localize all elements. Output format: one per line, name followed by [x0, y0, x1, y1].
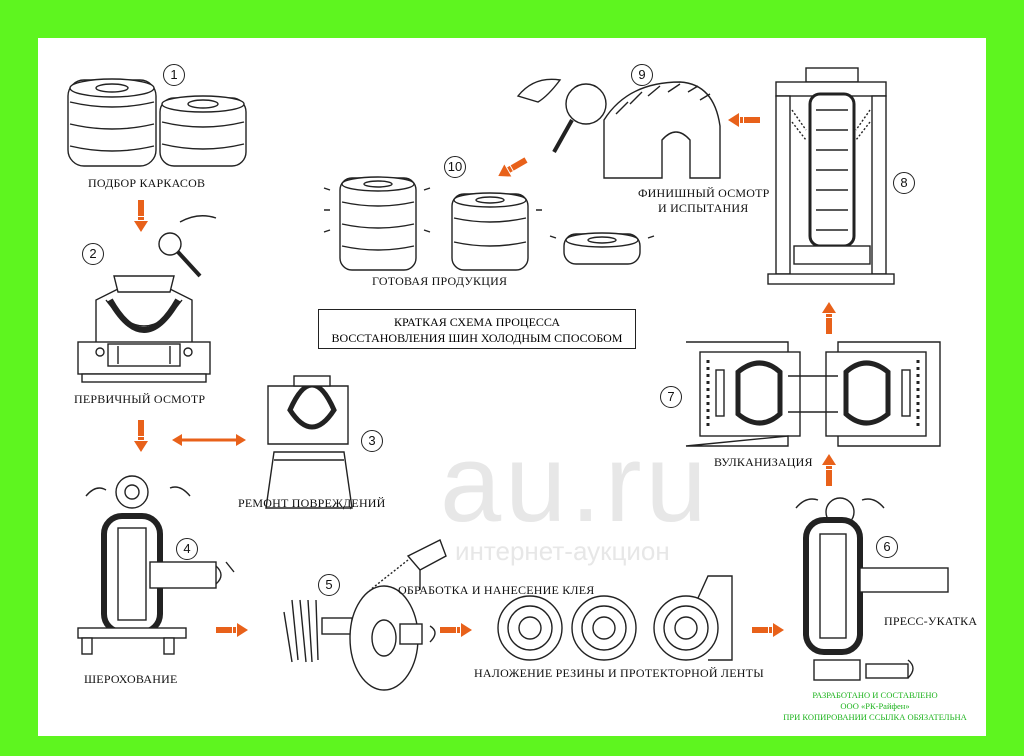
arrow-strip-to-6: [752, 623, 784, 637]
step-number-4: 4: [176, 538, 198, 560]
label-step-2: ПЕРВИЧНЫЙ ОСМОТР: [74, 392, 206, 406]
inspection-stand-icon: [77, 275, 211, 383]
repair-stand-icon: [265, 375, 353, 509]
watermark-subtitle: интернет-аукцион: [455, 536, 670, 566]
step-number-6: 6: [876, 536, 898, 558]
diagram-title-box: КРАТКАЯ СХЕМА ПРОЦЕССА ВОССТАНОВЛЕНИЯ ШИ…: [318, 309, 636, 349]
testing-stand-icon: [767, 67, 895, 285]
finished-tires-icon: [323, 176, 655, 271]
label-step-9-line2: И ИСПЫТАНИЯ: [658, 201, 749, 215]
arrow-2-to-3: [172, 434, 246, 446]
rubber-strip-rolls-icon: [497, 575, 733, 661]
label-step-7: ВУЛКАНИЗАЦИЯ: [714, 455, 813, 469]
tire-stack-right-icon: [159, 95, 247, 167]
diagram-title-line2: ВОССТАНОВЛЕНИЯ ШИН ХОЛОДНЫМ СПОСОБОМ: [331, 331, 623, 345]
label-step-5: ОБРАБОТКА И НАНЕСЕНИЕ КЛЕЯ: [398, 583, 595, 597]
step-number-10: 10: [444, 156, 466, 178]
watermark-brand: au.ru: [440, 422, 711, 545]
label-strip-application: НАЛОЖЕНИЕ РЕЗИНЫ И ПРОТЕКТОРНОЙ ЛЕНТЫ: [474, 666, 764, 680]
arrow-5-to-strip: [440, 623, 472, 637]
credit-note: РАЗРАБОТАНО И СОСТАВЛЕНО ООО «РК-Райфен»…: [760, 690, 990, 723]
step-number-7: 7: [660, 386, 682, 408]
label-step-9-line1: ФИНИШНЫЙ ОСМОТР: [638, 186, 770, 200]
arrow-2-to-4: [134, 420, 148, 452]
step-number-9: 9: [631, 64, 653, 86]
label-step-6: ПРЕСС-УКАТКА: [884, 614, 978, 628]
label-step-3: РЕМОНТ ПОВРЕЖДЕНИЙ: [238, 496, 386, 510]
arrow-9-to-10: [494, 153, 530, 183]
buffing-machine-icon: [77, 475, 235, 655]
credit-line3: ПРИ КОПИРОВАНИИ ССЫЛКА ОБЯЗАТЕЛЬНА: [783, 712, 967, 722]
label-step-1: ПОДБОР КАРКАСОВ: [88, 176, 206, 190]
step-number-1: 1: [163, 64, 185, 86]
credit-line1: РАЗРАБОТАНО И СОСТАВЛЕНО: [812, 690, 938, 700]
label-step-4: ШЕРОХОВАНИЕ: [84, 672, 178, 686]
glue-application-icon: [283, 539, 447, 691]
step-number-3: 3: [361, 430, 383, 452]
credit-line2: ООО «РК-Райфен»: [840, 701, 910, 711]
tire-stack-left-icon: [67, 78, 157, 167]
arrow-8-to-9: [728, 113, 760, 127]
magnifier-icon: [158, 215, 217, 278]
arrow-1-to-2: [134, 200, 148, 232]
final-inspection-icon: [516, 78, 721, 179]
step-number-2: 2: [82, 243, 104, 265]
step-number-5: 5: [318, 574, 340, 596]
arrow-4-to-5: [216, 623, 248, 637]
arrow-6-to-7: [822, 454, 836, 486]
press-roller-icon: [795, 497, 949, 681]
label-step-10: ГОТОВАЯ ПРОДУКЦИЯ: [372, 274, 508, 288]
vulcanization-chamber-icon: [685, 341, 941, 447]
arrow-7-to-8: [822, 302, 836, 334]
step-number-8: 8: [893, 172, 915, 194]
diagram-title-line1: КРАТКАЯ СХЕМА ПРОЦЕССА: [393, 315, 560, 329]
